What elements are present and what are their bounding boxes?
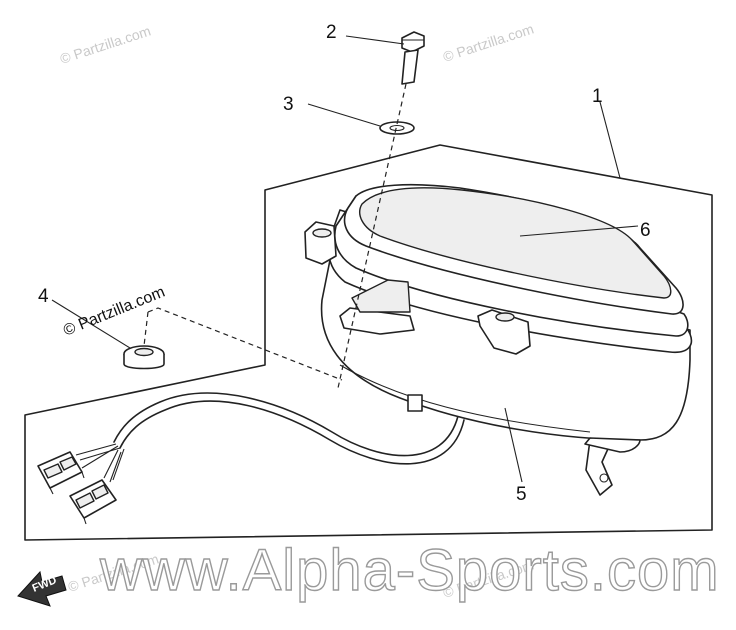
mounting-tabs	[304, 221, 531, 355]
callout-numbers: 2 3 1 6 4 5	[38, 22, 651, 505]
meter-bezel	[327, 183, 693, 354]
connector-upper	[37, 451, 85, 495]
callout-6: 6	[640, 220, 651, 241]
assembly-outline-frame	[24, 144, 713, 541]
watermark-partzilla-prominent: © Partzilla.com	[61, 284, 167, 340]
watermark-alpha-sports: www.Alpha-Sports.com	[99, 538, 720, 603]
forward-arrow-icon: FWD	[17, 570, 67, 607]
callout-3: 3	[283, 94, 294, 115]
grommet	[123, 345, 165, 370]
watermark-partzilla-1: © Partzilla.com	[58, 22, 153, 66]
callout-2: 2	[326, 22, 337, 43]
callout-4: 4	[38, 286, 49, 307]
wiring-harness	[37, 392, 465, 525]
bolt	[401, 31, 425, 85]
watermark-partzilla-2: © Partzilla.com	[441, 20, 536, 64]
connector-lower	[69, 479, 117, 525]
leader-lines	[51, 35, 639, 483]
assembly-lines	[143, 83, 407, 389]
callout-5: 5	[516, 484, 527, 505]
callout-1: 1	[592, 86, 603, 107]
